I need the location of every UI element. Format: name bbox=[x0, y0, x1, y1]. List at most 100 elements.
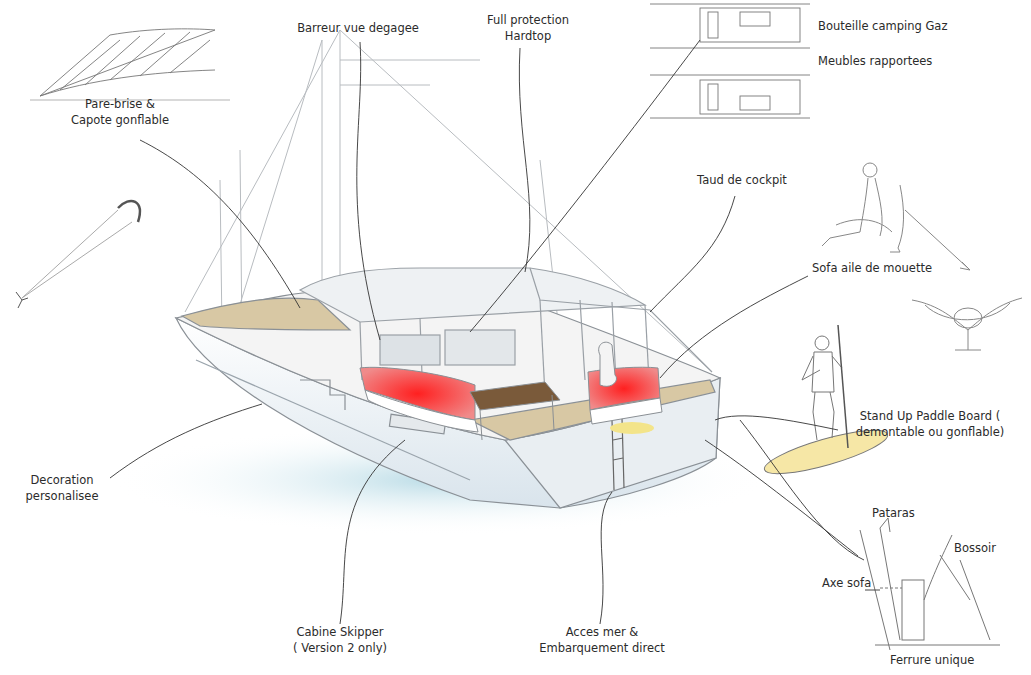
paddle-board-part bbox=[802, 356, 842, 380]
gull-wing-sofa-sketch-part bbox=[954, 308, 982, 328]
floor-plan-sketch-part bbox=[740, 12, 770, 26]
floor-plan-sketch-part bbox=[700, 8, 800, 42]
callout-label: Taud de cockpit bbox=[672, 172, 812, 188]
hull-part bbox=[613, 458, 623, 460]
callout-text: Barreur vue degagee bbox=[297, 21, 419, 35]
cockpit-sofas-part bbox=[552, 395, 554, 430]
kite-sketch-part bbox=[16, 292, 28, 308]
callout-label: Pataras bbox=[872, 505, 952, 521]
seated-figure-sketch-part bbox=[890, 185, 904, 252]
callout-label: Cabine Skipper ( Version 2 only) bbox=[275, 624, 405, 656]
bossoir-sketch-part bbox=[880, 518, 890, 532]
bossoir-sketch-part bbox=[880, 528, 900, 640]
floor-plan-sketch-part bbox=[650, 48, 810, 49]
callout-text: Taud de cockpit bbox=[697, 173, 787, 187]
floor-plan-sketch-part bbox=[650, 118, 810, 119]
rigging-part bbox=[340, 30, 341, 300]
hull-part bbox=[613, 438, 623, 440]
hardtop-part bbox=[530, 268, 712, 372]
hardtop-part bbox=[445, 330, 515, 365]
callout-label: Bossoir bbox=[954, 540, 1024, 556]
callout-text: Acces mer & Embarquement direct bbox=[539, 625, 665, 655]
callout-label: Meubles rapportees bbox=[818, 53, 1008, 69]
kite-sketch bbox=[16, 201, 140, 308]
leader-lines-part bbox=[519, 48, 530, 272]
rigging-part bbox=[340, 85, 430, 86]
paddle-board-part bbox=[815, 336, 829, 350]
hardtop-part bbox=[540, 300, 545, 395]
bossoir-sketch-part bbox=[860, 530, 890, 650]
bossoir-sketch-part bbox=[880, 588, 902, 589]
floor-plan-sketch bbox=[650, 4, 810, 118]
callout-text: Stand Up Paddle Board ( demontable ou go… bbox=[856, 409, 1005, 439]
hardtop-part bbox=[300, 268, 645, 322]
bossoir-sketch-part bbox=[960, 560, 990, 640]
callout-text: Meubles rapportees bbox=[818, 54, 932, 68]
gull-wing-sofa-sketch-part bbox=[925, 303, 1010, 320]
floor-plan-sketch-part bbox=[740, 96, 770, 110]
seated-figure-sketch-part bbox=[836, 220, 892, 232]
leader-lines bbox=[110, 40, 880, 624]
cockpit-sofas bbox=[360, 342, 662, 440]
windshield-sketch-part bbox=[40, 30, 215, 96]
callout-label: Axe sofa bbox=[822, 575, 892, 591]
gull-wing-sofa-sketch-part bbox=[968, 330, 969, 350]
hull-part bbox=[300, 380, 345, 410]
windshield-sketch-part bbox=[40, 70, 215, 96]
leader-lines-part bbox=[340, 440, 405, 624]
callout-text: Bossoir bbox=[954, 541, 996, 555]
kite-sketch-part bbox=[22, 210, 118, 298]
callout-text: Bouteille camping Gaz bbox=[818, 19, 947, 33]
callout-label: Ferrure unique bbox=[890, 652, 1010, 668]
rigging-part bbox=[322, 40, 323, 300]
bossoir-sketch-part bbox=[902, 580, 924, 640]
callout-text: Ferrure unique bbox=[890, 653, 974, 667]
callout-text: Axe sofa bbox=[822, 576, 871, 590]
leader-lines-part bbox=[705, 440, 858, 556]
gull-wing-sofa-sketch-part bbox=[955, 350, 981, 351]
callout-label: Pare-brise & Capote gonflable bbox=[63, 96, 178, 128]
paddle-board-part bbox=[813, 392, 834, 440]
gull-wing-sofa-sketch-part bbox=[912, 298, 1022, 330]
callout-text: Full protection Hardtop bbox=[487, 13, 569, 43]
rigging-part bbox=[185, 30, 340, 312]
windshield-sketch-part bbox=[60, 32, 210, 90]
callout-label: Full protection Hardtop bbox=[471, 12, 586, 44]
hardtop-part bbox=[380, 335, 440, 365]
kite-sketch-part bbox=[118, 201, 140, 222]
callout-label: Bouteille camping Gaz bbox=[818, 18, 1008, 34]
floor-plan-sketch-part bbox=[708, 84, 718, 110]
cockpit-sofas-part bbox=[470, 382, 560, 410]
leader-lines-part bbox=[660, 276, 808, 378]
leader-lines-part bbox=[357, 42, 380, 340]
windshield-sketch bbox=[30, 29, 230, 100]
callout-text: Decoration personalisee bbox=[26, 473, 99, 503]
callout-label: Stand Up Paddle Board ( demontable ou go… bbox=[835, 408, 1025, 440]
leader-lines-part bbox=[650, 196, 735, 312]
seated-figure-sketch-part bbox=[822, 178, 868, 246]
seated-figure-sketch bbox=[822, 163, 970, 270]
floor-plan-sketch-part bbox=[700, 80, 800, 114]
leader-lines-part bbox=[140, 140, 300, 308]
leader-lines-part bbox=[715, 416, 838, 430]
leader-lines-part bbox=[470, 40, 700, 332]
leader-lines-part bbox=[740, 420, 864, 560]
cockpit-sofas-part bbox=[365, 390, 478, 432]
bossoir-sketch bbox=[860, 518, 1000, 650]
floor-plan-sketch-part bbox=[708, 12, 718, 38]
seated-figure-sketch-part bbox=[960, 262, 970, 270]
paddle-board-part bbox=[838, 325, 848, 448]
callout-text: Pare-brise & Capote gonflable bbox=[71, 97, 169, 127]
callout-label: Decoration personalisee bbox=[7, 472, 117, 504]
seated-figure-sketch-part bbox=[863, 163, 877, 177]
leader-lines-part bbox=[110, 404, 262, 478]
kite-sketch-part bbox=[22, 222, 132, 298]
callout-label: Barreur vue degagee bbox=[273, 20, 443, 36]
cockpit-sofas-part bbox=[610, 422, 654, 434]
paddle-board bbox=[761, 325, 891, 482]
cockpit-sofas-part bbox=[480, 410, 482, 440]
callout-label: Acces mer & Embarquement direct bbox=[512, 624, 692, 656]
windshield-sketch-part bbox=[40, 29, 215, 96]
gull-wing-sofa-sketch bbox=[912, 298, 1022, 350]
paddle-board-part bbox=[812, 352, 834, 392]
